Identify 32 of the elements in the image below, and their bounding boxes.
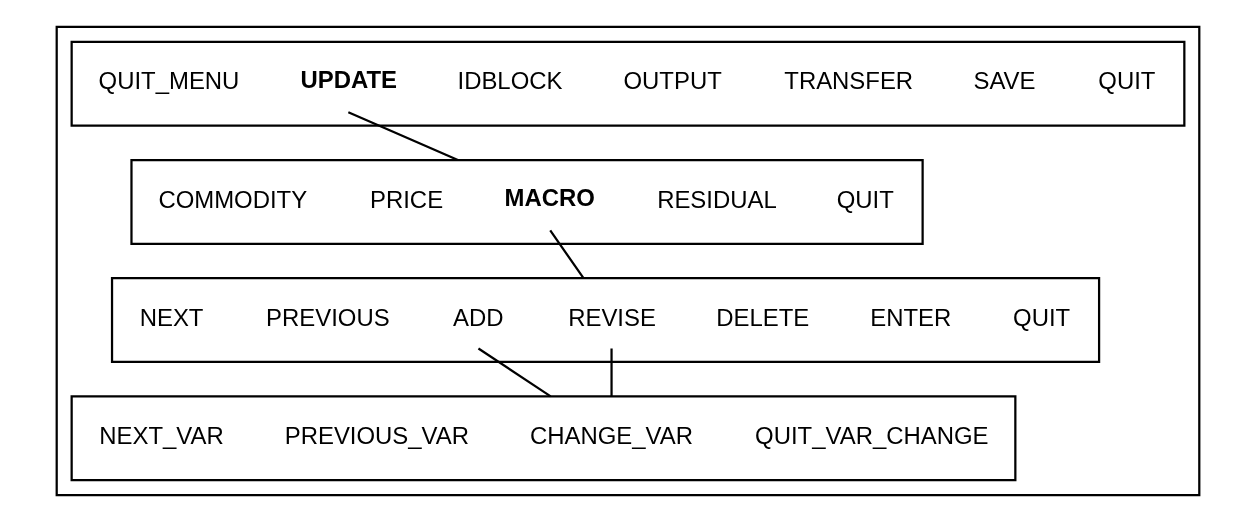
- connector: [347, 110, 458, 161]
- cluster: [70, 394, 1016, 481]
- node-text: IDBLOCK: [457, 66, 562, 94]
- node-text: PREVIOUS: [265, 303, 390, 331]
- node-text: MACRO: [504, 183, 595, 211]
- node-text: COMMODITY: [157, 185, 307, 213]
- node-text: ADD: [452, 303, 504, 331]
- node-text: CHANGE_VAR: [529, 421, 693, 449]
- node-text: ENTER: [869, 303, 951, 331]
- node-text: OUTPUT: [623, 66, 722, 94]
- cluster: [129, 158, 924, 245]
- node-text: RESIDUAL: [656, 185, 777, 213]
- node-text: NEXT_VAR: [98, 421, 224, 449]
- node-text: PRICE: [369, 185, 443, 213]
- node-text: QUIT: [1012, 303, 1070, 331]
- node-text: QUIT_VAR_CHANGE: [754, 421, 988, 449]
- connector: [477, 347, 551, 397]
- node-text: QUIT_MENU: [98, 66, 239, 94]
- node-text: DELETE: [715, 303, 809, 331]
- node-text: PREVIOUS_VAR: [284, 421, 469, 449]
- connector: [548, 229, 584, 279]
- node-text: NEXT: [139, 303, 203, 331]
- cluster: [110, 276, 1100, 363]
- node-text: QUIT: [836, 185, 894, 213]
- node-text: TRANSFER: [783, 66, 913, 94]
- cluster: [70, 40, 1185, 127]
- node-text: SAVE: [972, 66, 1035, 94]
- node-text: QUIT: [1097, 66, 1155, 94]
- node-text: UPDATE: [299, 65, 397, 93]
- cluster: [55, 25, 1200, 496]
- node-text: REVISE: [567, 303, 656, 331]
- connector: [609, 348, 613, 396]
